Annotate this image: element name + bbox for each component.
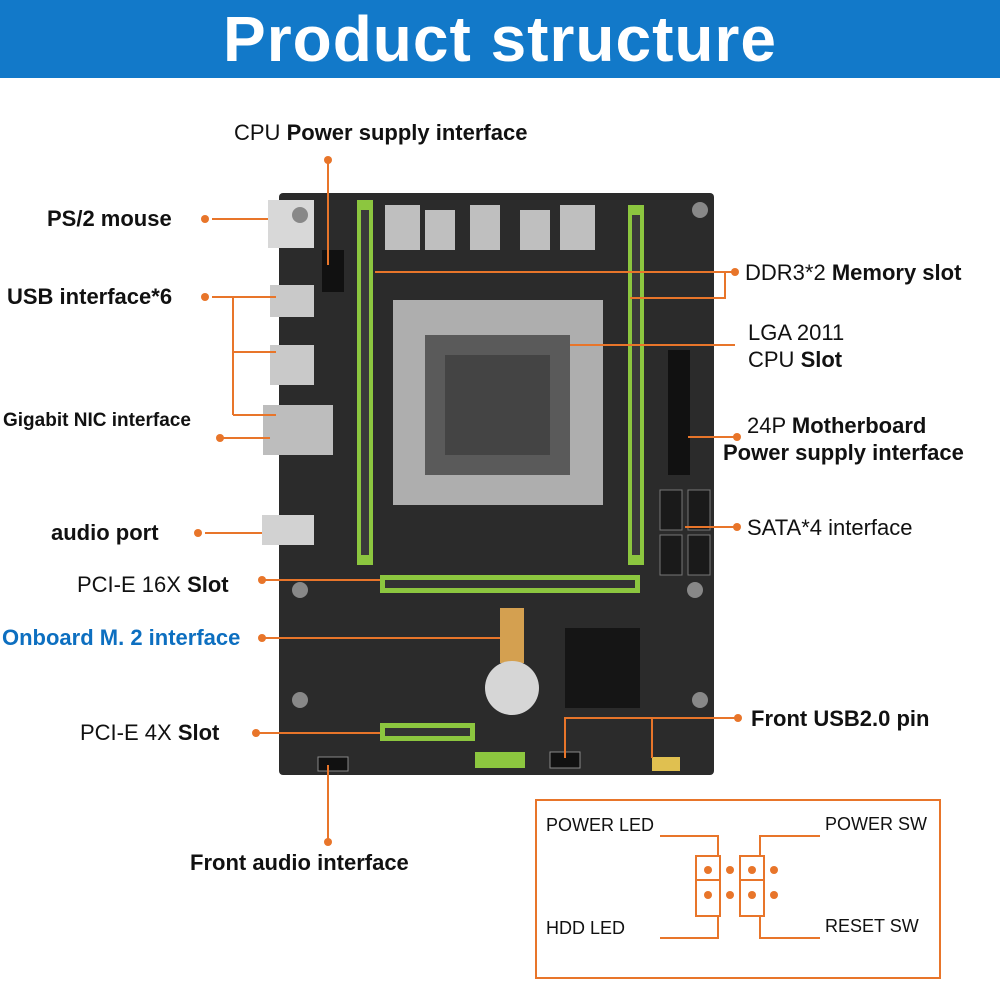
sata-4 xyxy=(687,534,711,576)
leader-lines xyxy=(205,160,738,842)
label-usb: USB interface*6 xyxy=(7,284,173,309)
motherboard xyxy=(262,193,714,775)
label-pcie4: PCI-E 4X Slot xyxy=(80,720,220,745)
label-front-audio: Front audio interface xyxy=(190,850,409,875)
front-panel-pin-box xyxy=(535,799,941,979)
sata-2 xyxy=(687,489,711,531)
label-atx24-line2: Power supply interface xyxy=(723,440,964,465)
label-m2: Onboard M. 2 interface xyxy=(2,625,241,650)
cpu-power-connector xyxy=(322,250,344,292)
label-nic: Gigabit NIC interface xyxy=(3,410,191,431)
label-audio-port: audio port xyxy=(51,520,159,545)
pin-label-power-led: POWER LED xyxy=(546,815,655,835)
pin-label-reset-sw: RESET SW xyxy=(825,916,919,936)
lan-port xyxy=(263,405,333,455)
usb-port-2 xyxy=(270,345,314,385)
label-lga-line1: LGA 2011 xyxy=(748,320,845,345)
pin-label-hdd-led: HDD LED xyxy=(546,918,626,938)
chipset-heatsink xyxy=(565,628,640,708)
m2-slot xyxy=(500,608,524,663)
title-banner: Product structure xyxy=(0,0,1000,78)
sata-3 xyxy=(659,534,683,576)
label-atx24-line1: 24P Motherboard xyxy=(747,413,927,438)
label-front-usb: Front USB2.0 pin xyxy=(751,706,930,731)
audio-jack xyxy=(262,515,314,545)
label-ddr3: DDR3*2 Memory slot xyxy=(745,260,962,285)
page-title: Product structure xyxy=(223,3,777,75)
front-panel-header xyxy=(652,757,680,771)
label-lga-line2: CPU Slot xyxy=(748,347,843,372)
label-sata: SATA*4 interface xyxy=(747,515,913,540)
ps2-port xyxy=(268,200,314,248)
label-cpu-power: CPU Power supply interface xyxy=(234,120,528,145)
atx24-connector xyxy=(668,350,690,475)
pin-label-power-sw: POWER SW xyxy=(825,814,927,834)
leader-dots xyxy=(194,156,742,846)
sata-1 xyxy=(659,489,683,531)
usb-port-1 xyxy=(270,285,314,317)
label-pcie16: PCI-E 16X Slot xyxy=(77,572,229,597)
front-audio-header xyxy=(317,756,349,772)
label-ps2-mouse: PS/2 mouse xyxy=(47,206,172,231)
cmos-battery xyxy=(485,661,539,715)
